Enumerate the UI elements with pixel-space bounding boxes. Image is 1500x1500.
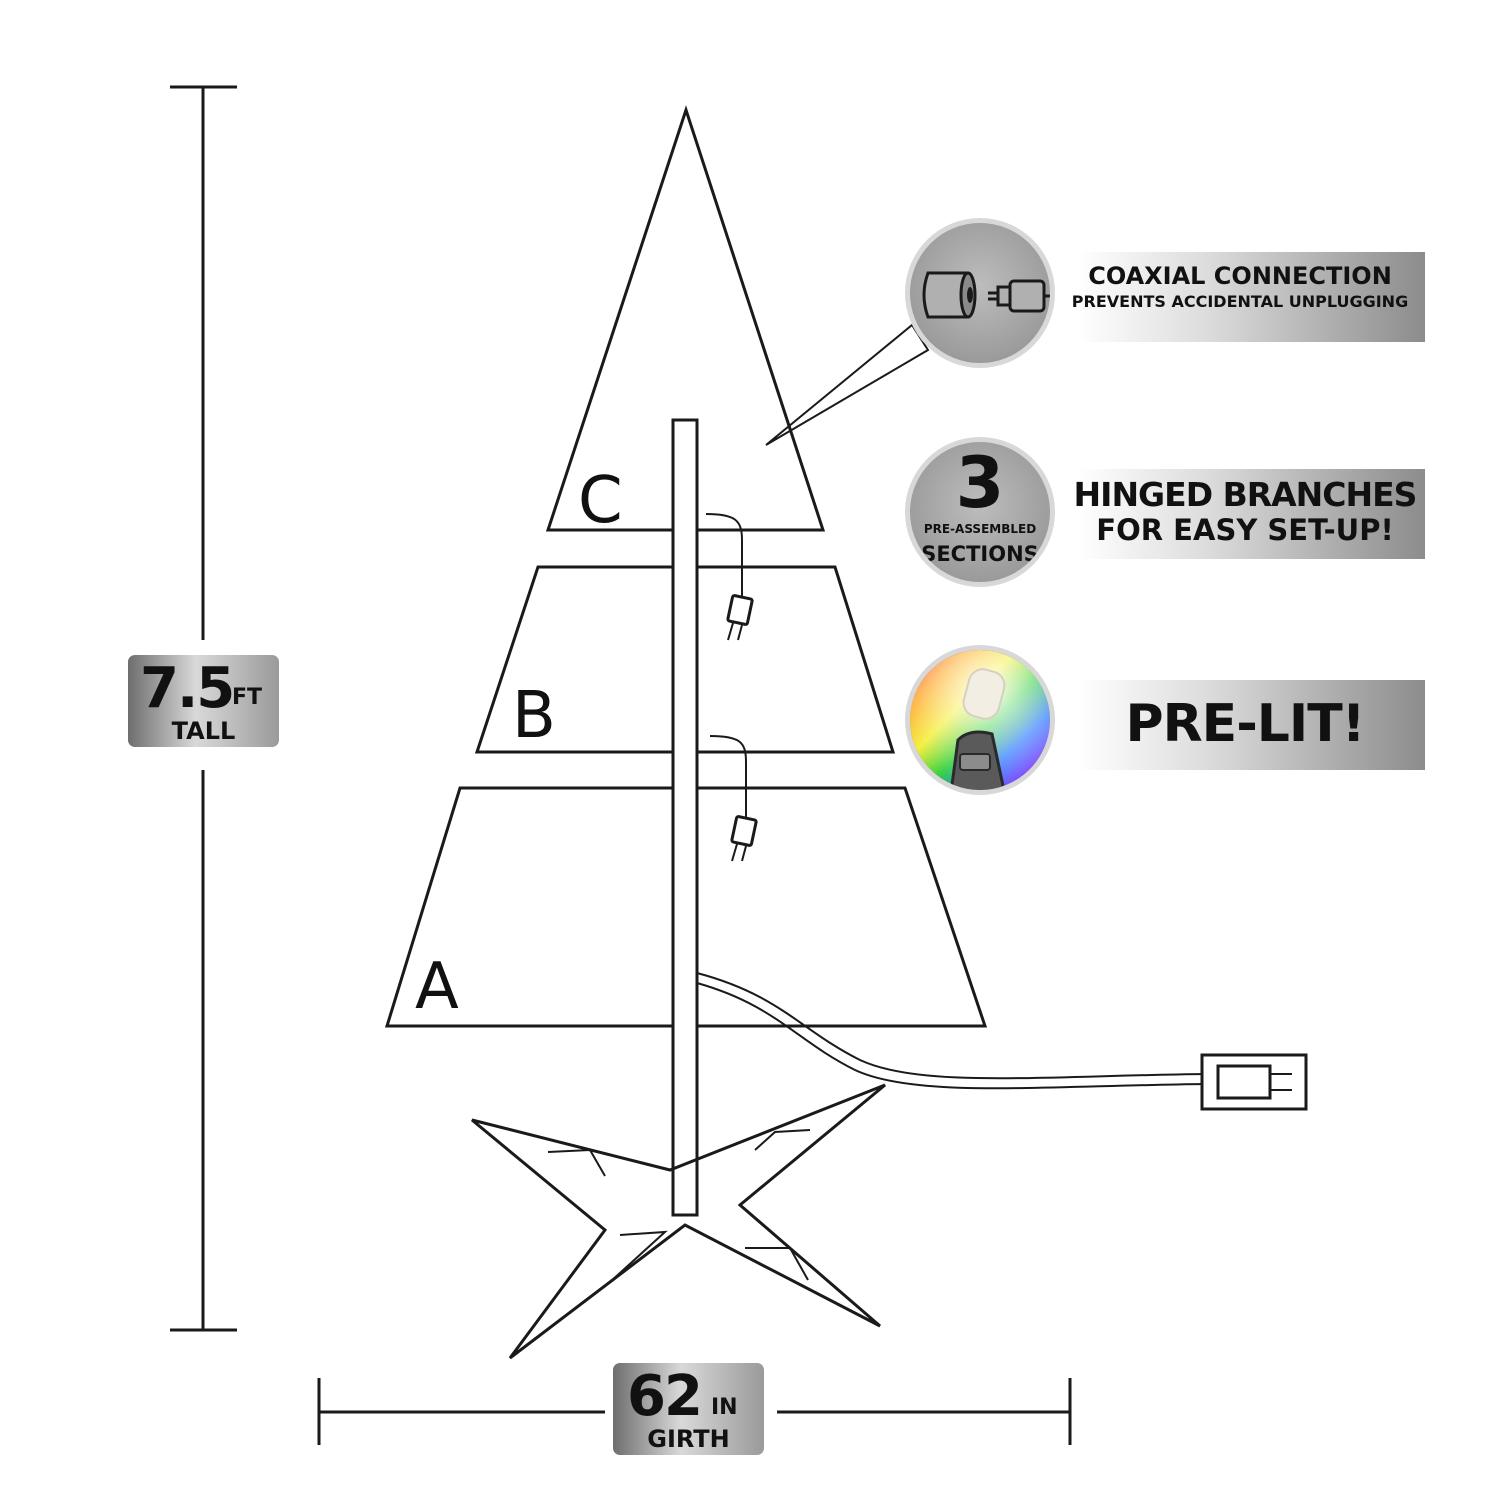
girth-unit: IN: [711, 1395, 738, 1420]
sections-count-label: SECTIONS: [921, 542, 1039, 566]
center-pole: [671, 418, 699, 1217]
height-label: TALL: [171, 717, 236, 745]
hinged-feature-title: HINGED BRANCHES: [1073, 475, 1418, 514]
girth-value: 62: [627, 1364, 703, 1429]
hinged-feature-subtitle: FOR EASY SET-UP!: [1096, 513, 1394, 547]
height-badge: 7.5 FT TALL: [128, 655, 279, 747]
height-unit: FT: [232, 685, 263, 710]
sections-count-number: 3: [955, 442, 1005, 524]
girth-badge: 62 IN GIRTH: [613, 1363, 764, 1455]
hinged-feature-banner: [1030, 469, 1425, 559]
section-label-a: A: [415, 950, 459, 1024]
plug-connector-lower: [709, 735, 758, 862]
coaxial-feature-subtitle: PREVENTS ACCIDENTAL UNPLUGGING: [1071, 292, 1409, 311]
rainbow-light-bulb-icon: [905, 645, 1055, 795]
prelit-feature-banner: [1030, 680, 1425, 770]
coaxial-feature-banner: [1030, 252, 1425, 342]
height-value: 7.5: [140, 656, 235, 721]
power-cord: [696, 972, 1206, 1090]
plug-connector-upper: [705, 513, 754, 641]
height-dimension-line: [170, 85, 237, 1332]
prelit-feature-title: PRE-LIT!: [1125, 694, 1366, 754]
girth-label: GIRTH: [647, 1425, 730, 1453]
section-label-b: B: [512, 679, 556, 753]
coaxial-connector-icon: [905, 218, 1055, 368]
sections-count-badge: 3 PRE-ASSEMBLED SECTIONS: [905, 437, 1055, 587]
section-a-outline: [384, 786, 988, 1028]
sections-count-small-label: PRE-ASSEMBLED: [923, 522, 1037, 536]
star-base: [471, 1083, 886, 1360]
section-b-outline: [474, 565, 896, 754]
section-label-c: C: [578, 464, 623, 538]
power-plug: [1200, 1053, 1308, 1111]
girth-dimension-line: [317, 1378, 1072, 1445]
coaxial-feature-title: COAXIAL CONNECTION: [1088, 262, 1392, 290]
